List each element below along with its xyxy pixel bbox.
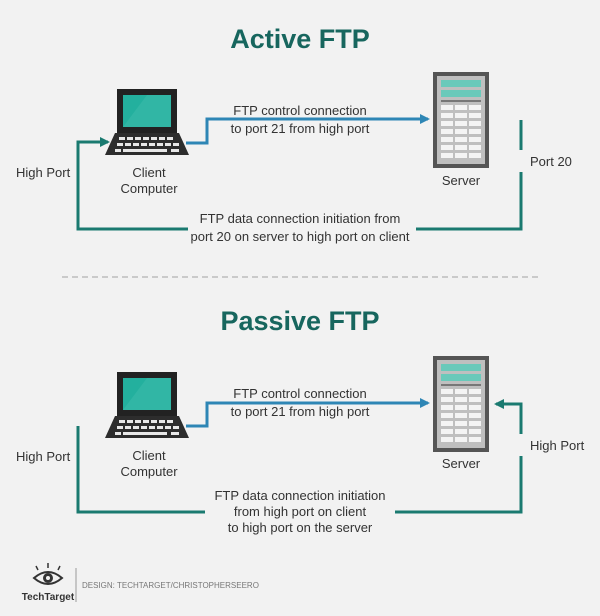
- passive-control-connection-arrow: [186, 398, 430, 428]
- active-control-label-line2: to port 21 from high port: [231, 121, 370, 136]
- passive-server-label: Server: [442, 456, 481, 471]
- active-client-port-label: High Port: [16, 165, 71, 180]
- footer-brand: TechTarget: [22, 592, 75, 603]
- active-data-connection-arrow: [76, 120, 523, 231]
- passive-data-label-line3: to high port on the server: [228, 520, 373, 535]
- passive-control-label-line2: to port 21 from high port: [231, 404, 370, 419]
- active-server-icon: [433, 72, 489, 168]
- passive-title: Passive FTP: [220, 306, 379, 336]
- footer-credit: DESIGN: TECHTARGET/CHRISTOPHERSEERO: [82, 581, 259, 590]
- passive-server-port-label: High Port: [530, 438, 585, 453]
- active-control-label-line1: FTP control connection: [233, 103, 366, 118]
- passive-client-port-label: High Port: [16, 449, 71, 464]
- passive-control-label-line1: FTP control connection: [233, 386, 366, 401]
- passive-laptop-icon: [105, 372, 189, 438]
- passive-port-label-bg: [512, 434, 592, 456]
- active-data-label-line2: port 20 on server to high port on client: [191, 229, 410, 244]
- active-client-label-line2: Computer: [120, 181, 178, 196]
- passive-data-label-bg: [205, 484, 395, 536]
- passive-data-label-line2: from high port on client: [234, 504, 367, 519]
- passive-data-connection-arrow: [76, 399, 523, 514]
- passive-server-icon: [433, 356, 489, 452]
- active-control-connection-arrow: [186, 114, 430, 145]
- active-laptop-icon: [105, 89, 189, 155]
- active-data-label-bg: [188, 208, 416, 244]
- active-data-label-line1: FTP data connection initiation from: [200, 211, 401, 226]
- active-server-port-label: Port 20: [530, 154, 572, 169]
- active-title: Active FTP: [230, 24, 370, 54]
- active-client-label-line1: Client: [132, 165, 166, 180]
- passive-client-label-line1: Client: [132, 448, 166, 463]
- active-server-label: Server: [442, 173, 481, 188]
- active-port-label-bg: [515, 150, 585, 172]
- passive-client-label-line2: Computer: [120, 464, 178, 479]
- techtarget-eye-logo-icon: [32, 563, 64, 585]
- passive-data-label-line1: FTP data connection initiation: [214, 488, 385, 503]
